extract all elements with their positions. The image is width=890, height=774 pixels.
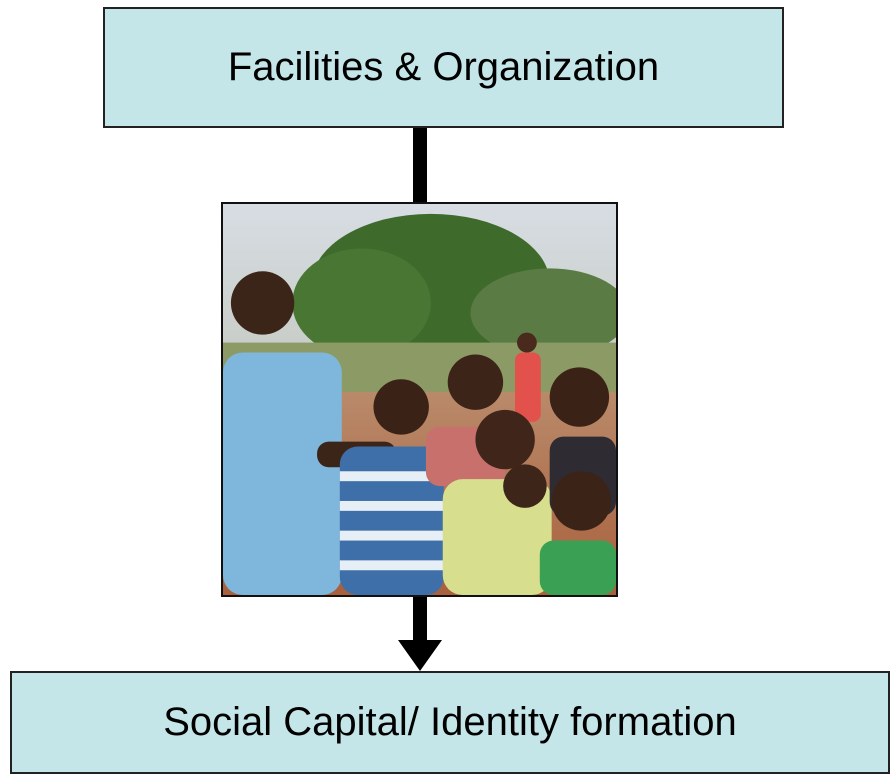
connector-line-top	[413, 128, 427, 203]
children-football-photo	[221, 202, 618, 597]
arrowhead-down-icon	[398, 640, 442, 671]
top-node-label: Facilities & Organization	[227, 45, 660, 89]
connector-line-bottom	[413, 597, 427, 645]
bottom-node-social-capital: Social Capital/ Identity formation	[10, 671, 890, 774]
bottom-node-label: Social Capital/ Identity formation	[163, 700, 737, 744]
top-node-facilities-organization: Facilities & Organization	[103, 7, 784, 128]
